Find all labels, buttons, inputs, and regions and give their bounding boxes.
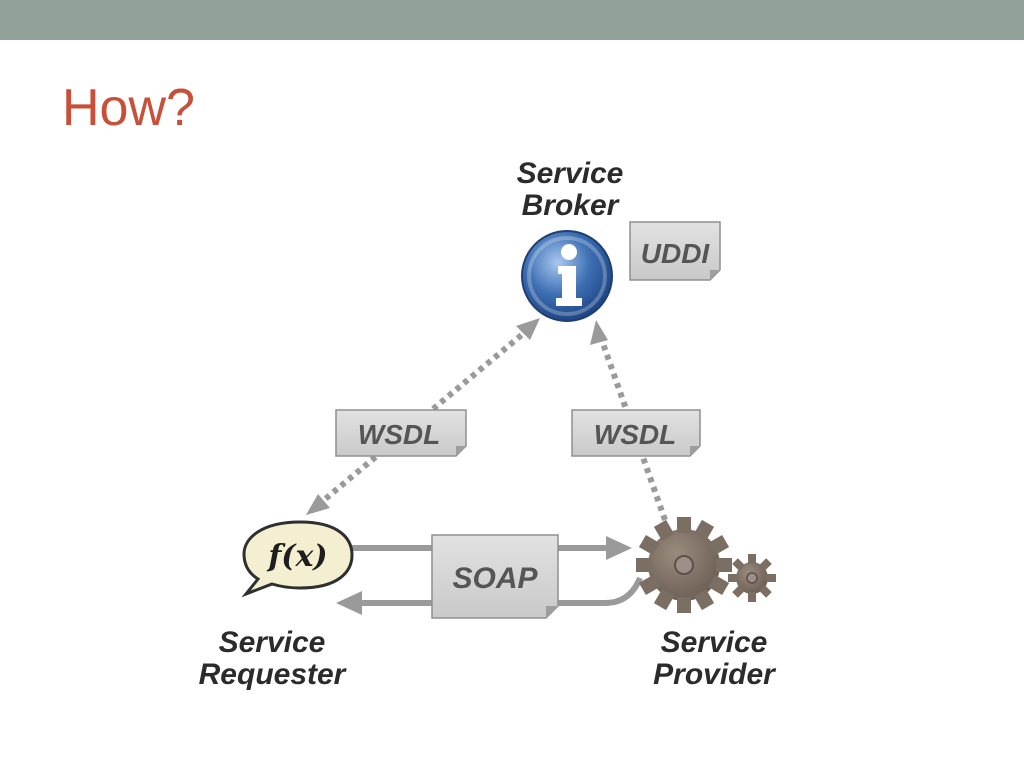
wsdl-right-document: WSDL xyxy=(571,409,701,457)
wsdl-left-connector xyxy=(306,318,540,515)
uddi-label: UDDI xyxy=(641,238,711,269)
function-bubble-icon: f(x) xyxy=(241,520,354,598)
wsdl-left-document: WSDL xyxy=(335,409,467,457)
function-label: f(x) xyxy=(266,539,327,574)
wsdl-right-label: WSDL xyxy=(594,419,676,450)
soap-label: SOAP xyxy=(452,562,538,595)
arrowhead-down-icon xyxy=(306,494,330,515)
broker-label-line1: Service xyxy=(517,157,624,190)
gears-icon xyxy=(636,517,776,613)
soap-connector xyxy=(336,536,643,615)
requester-label-line2: Requester xyxy=(199,658,348,691)
uddi-document: UDDI xyxy=(629,221,721,281)
wsdl-left-label: WSDL xyxy=(358,419,440,450)
top-bar xyxy=(0,0,1024,40)
provider-label-line1: Service xyxy=(661,626,768,659)
arrowhead-left-icon xyxy=(336,591,362,615)
requester-label-line1: Service xyxy=(219,626,326,659)
provider-label-line2: Provider xyxy=(653,658,777,691)
slide-title: How? xyxy=(62,79,195,137)
wsdl-right-connector xyxy=(590,320,668,521)
broker-label-line2: Broker xyxy=(522,189,621,222)
arrowhead-up-icon xyxy=(516,318,540,340)
arrowhead-right-icon xyxy=(606,536,632,560)
soap-document: SOAP xyxy=(431,534,559,619)
arrowhead-up-icon xyxy=(590,320,608,345)
info-icon xyxy=(521,230,613,322)
